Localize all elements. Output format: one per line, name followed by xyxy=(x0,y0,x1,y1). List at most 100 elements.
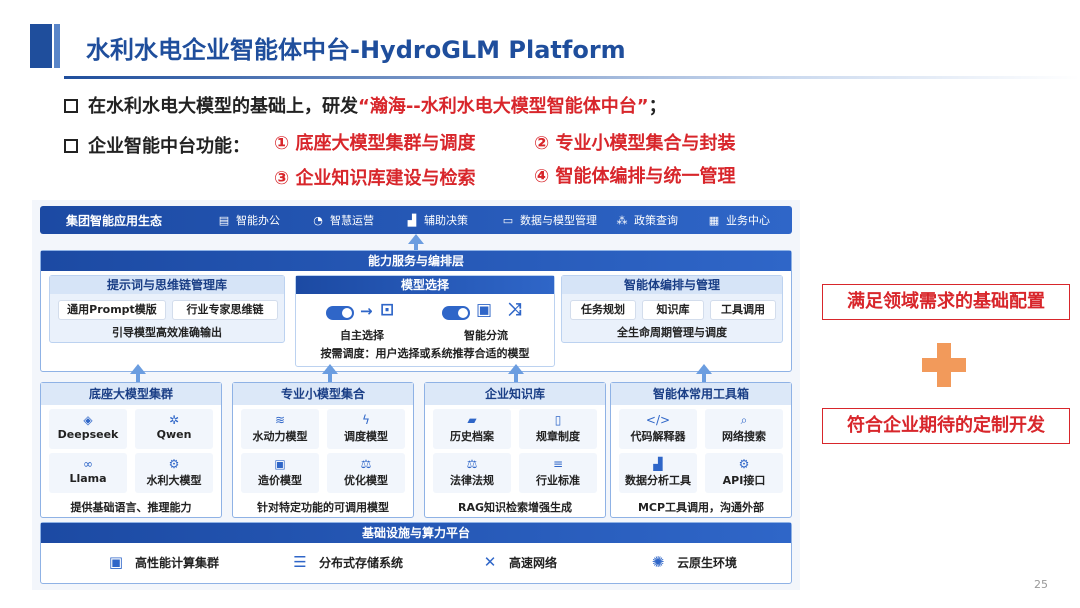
tile-label: 数据分析工具 xyxy=(625,474,691,487)
arrow-stem xyxy=(514,374,518,382)
balance-icon: ⚖ xyxy=(360,457,372,471)
bullet-1: 在水利水电大模型的基础上，研发“瀚海--水利水电大模型智能体中台”； xyxy=(64,92,667,118)
tool-tile-analysis: ▟ 数据分析工具 xyxy=(619,453,697,493)
document-icon: ▤ xyxy=(218,214,230,227)
eco-item-label: 政策查询 xyxy=(634,214,678,227)
model-selection-footer: 按需调度：用户选择或系统推荐合适的模型 xyxy=(320,347,530,360)
shuffle-icon: ⤨ xyxy=(508,300,522,320)
bar-chart-icon: ▟ xyxy=(407,214,417,227)
model-selection-box: 模型选择 → ⊡ ▣ ⤨ 自主选择 智能分流 按需调度：用户选择或系统推荐合适的… xyxy=(295,275,555,367)
prompt-template-pill: 通用Prompt模版 xyxy=(58,300,166,320)
tile-label: Llama xyxy=(69,472,107,485)
tile-label: 历史档案 xyxy=(450,430,494,443)
tile-label: 调度模型 xyxy=(344,430,388,443)
qwen-logo-icon: ✲ xyxy=(168,413,180,427)
knowledge-base-title: 企业知识库 xyxy=(425,383,605,405)
foundation-models-title: 底座大模型集群 xyxy=(41,383,221,405)
agent-orchestration-box: 智能体编排与管理 任务规划 知识库 工具调用 全生命周期管理与调度 xyxy=(561,275,783,343)
plus-vertical xyxy=(937,343,951,387)
eco-item-label: 智能办公 xyxy=(236,214,280,227)
model-tile-deepseek: ◈Deepseek xyxy=(49,409,127,449)
title-accent-stripe xyxy=(54,24,60,68)
kb-tile-standards: ≡ 行业标准 xyxy=(519,453,597,493)
arrow-right-icon: → xyxy=(360,302,373,320)
network-icon: ⁂ xyxy=(616,214,628,227)
tile-label: API接口 xyxy=(722,474,766,487)
chart-icon: ▟ xyxy=(653,457,663,471)
service-layer-title: 能力服务与编排层 xyxy=(41,251,791,271)
folder-icon: ▰ xyxy=(467,413,477,427)
cross-arrows-icon: ✕ xyxy=(483,553,497,571)
tile-label: 行业标准 xyxy=(536,474,580,487)
agent-toolbox-title: 智能体常用工具箱 xyxy=(611,383,791,405)
service-layer-panel: 能力服务与编排层 提示词与思维链管理库 通用Prompt模版 行业专家思维链 引… xyxy=(40,250,792,372)
bullet-1-highlight: “瀚海--水利水电大模型智能体中台” xyxy=(358,96,649,117)
database-icon: ☰ xyxy=(293,553,307,571)
deepseek-logo-icon: ◈ xyxy=(83,413,93,427)
model-tile-llama: ∞Llama xyxy=(49,453,127,493)
database-icon: ≡ xyxy=(552,457,564,471)
arrow-stem xyxy=(136,374,140,382)
title-bar: 水利水电企业智能体中台-HydroGLM Platform xyxy=(0,18,1080,79)
tile-label: 水动力模型 xyxy=(252,430,308,443)
tile-label: 造价模型 xyxy=(258,474,302,487)
up-arrow-icon xyxy=(408,234,424,244)
eco-item-label: 智慧运营 xyxy=(330,214,374,227)
chip-icon: ▣ xyxy=(108,553,124,571)
checkbox-square-icon xyxy=(64,99,78,113)
app-ecosystem-title: 集团智能应用生态 xyxy=(66,214,163,228)
eco-item-operation: ◔智慧运营 xyxy=(312,212,374,228)
monitor-icon: ▭ xyxy=(502,214,514,227)
eco-item-policy: ⁂ 政策查询 xyxy=(616,212,679,228)
infra-item-storage: ☰ 分布式存储系统 xyxy=(291,553,403,571)
up-arrow-icon xyxy=(322,364,338,374)
model-tile-optimize: ⚖优化模型 xyxy=(327,453,405,493)
tool-tile-search: ⌕网络搜索 xyxy=(705,409,783,449)
eco-item-office: ▤ 智能办公 xyxy=(218,212,280,228)
function-1: ① 底座大模型集群与调度 xyxy=(274,133,476,154)
task-planning-pill: 任务规划 xyxy=(570,300,636,320)
up-arrow-icon xyxy=(696,364,712,374)
kb-tile-laws: ⚖法律法规 xyxy=(433,453,511,493)
agent-orchestration-title: 智能体编排与管理 xyxy=(562,276,782,294)
prompt-library-title: 提示词与思维链管理库 xyxy=(50,276,284,294)
infra-item-label: 分布式存储系统 xyxy=(319,556,404,570)
foundation-models-box: 底座大模型集群 ◈Deepseek ✲Qwen ∞Llama ⚙水利大模型 提供… xyxy=(40,382,222,518)
tool-tile-api: ⚙API接口 xyxy=(705,453,783,493)
knowledge-base-box: 企业知识库 ▰ 历史档案 ▯规章制度 ⚖法律法规 ≡ 行业标准 RAG知识检索增强生… xyxy=(424,382,606,518)
tile-label: 代码解释器 xyxy=(630,430,686,443)
bullet-2-label: 企业智能中台功能： xyxy=(88,136,250,157)
prompt-library-box: 提示词与思维链管理库 通用Prompt模版 行业专家思维链 引导模型高效准确输出 xyxy=(49,275,285,343)
eco-item-decision: ▟辅助决策 xyxy=(406,212,468,228)
file-icon: ▯ xyxy=(554,413,562,427)
arrow-stem xyxy=(328,374,332,382)
function-3: ③ 企业知识库建设与检索 xyxy=(274,168,476,189)
app-ecosystem-bar: 集团智能应用生态 ▤ 智能办公 ◔智慧运营 ▟辅助决策 ▭ 数据与模型管理 ⁂ 政策查… xyxy=(40,206,792,234)
checkbox-square-icon xyxy=(64,139,78,153)
eco-item-data-model: ▭ 数据与模型管理 xyxy=(502,212,597,228)
eco-item-business: ▦业务中心 xyxy=(708,212,770,228)
tile-label: Qwen xyxy=(156,428,192,441)
page-title: 水利水电企业智能体中台-HydroGLM Platform xyxy=(86,36,626,64)
calculator-icon: ▣ xyxy=(274,457,286,471)
expert-chain-pill: 行业专家思维链 xyxy=(172,300,278,320)
infra-item-label: 高性能计算集群 xyxy=(135,556,220,570)
manual-select-label: 自主选择 xyxy=(340,329,384,342)
infra-item-compute: ▣ 高性能计算集群 xyxy=(107,553,219,571)
knowledge-base-pill: 知识库 xyxy=(642,300,704,320)
function-4: ④ 智能体编排与统一管理 xyxy=(534,166,736,187)
tile-label: 网络搜索 xyxy=(722,430,766,443)
kb-tile-regulations: ▯规章制度 xyxy=(519,409,597,449)
code-icon: </> xyxy=(645,413,671,427)
title-underline xyxy=(64,76,1080,79)
infra-item-cloud: ✺云原生环境 xyxy=(649,553,737,571)
auto-route-label: 智能分流 xyxy=(464,329,508,342)
eco-item-label: 数据与模型管理 xyxy=(520,214,597,227)
tool-tile-code: </> 代码解释器 xyxy=(619,409,697,449)
bullet-1-prefix: 在水利水电大模型的基础上，研发 xyxy=(88,96,358,117)
function-2: ② 专业小模型集合与封装 xyxy=(534,133,736,154)
knowledge-base-footer: RAG知识检索增强生成 xyxy=(457,501,572,514)
arrow-stem xyxy=(702,374,706,382)
small-models-title: 专业小模型集合 xyxy=(233,383,413,405)
